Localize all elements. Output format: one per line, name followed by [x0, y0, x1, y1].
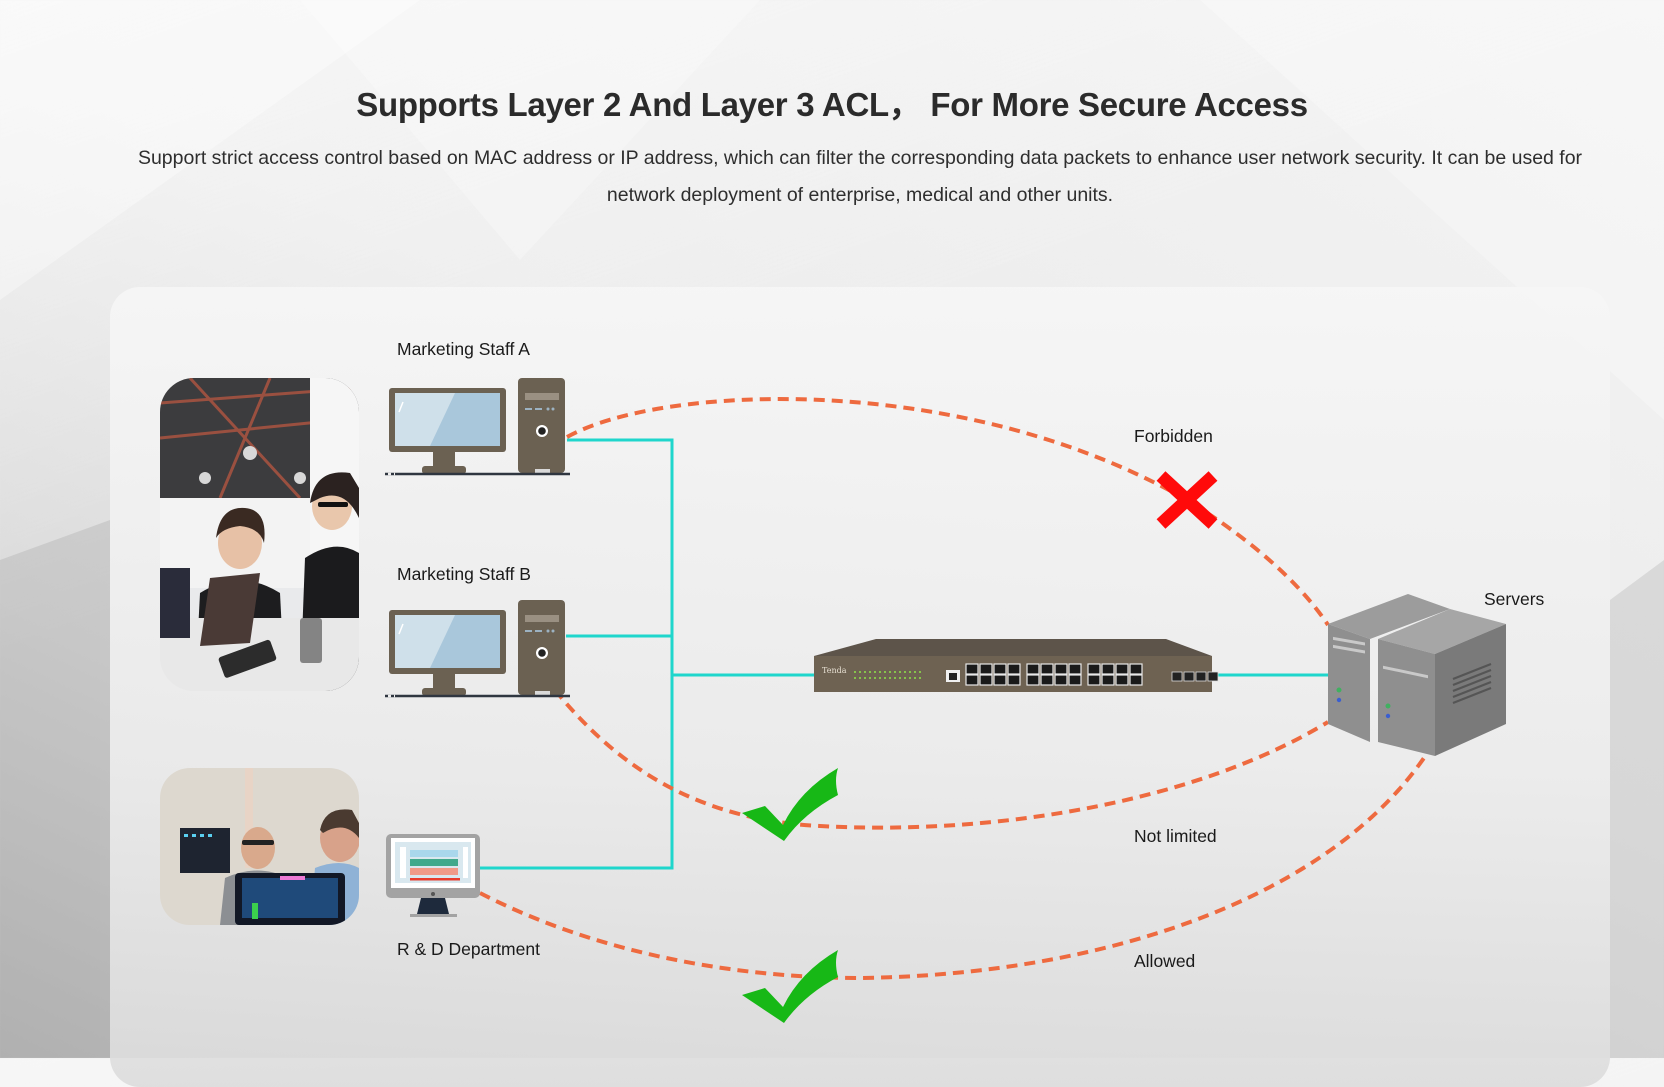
check-icon — [742, 768, 838, 841]
switch-sfp-port — [1171, 671, 1183, 682]
switch-port — [993, 663, 1007, 675]
server-icon — [1328, 594, 1506, 756]
switch-port — [965, 663, 979, 675]
network-diagram: Tenda — [382, 378, 1506, 1023]
switch-led — [884, 671, 886, 673]
switch-led — [919, 671, 921, 673]
cross-icon — [1156, 471, 1218, 529]
switch-led — [864, 677, 866, 679]
switch-port — [1101, 674, 1115, 686]
switch-led — [879, 671, 881, 673]
allowed-label: Allowed — [1134, 951, 1196, 971]
switch-brand: Tenda — [822, 666, 847, 675]
acl-path-allowed — [479, 750, 1430, 981]
switch-led — [854, 677, 856, 679]
switch-led — [919, 677, 921, 679]
switch-sfp-port — [1195, 671, 1207, 682]
switch-port — [965, 674, 979, 686]
switch-led — [874, 677, 876, 679]
network-switch-icon: Tenda — [814, 639, 1219, 692]
switch-port — [1115, 663, 1129, 675]
switch-led — [859, 671, 861, 673]
switch-led — [899, 671, 901, 673]
switch-port — [1007, 663, 1021, 675]
switch-port — [1026, 663, 1040, 675]
switch-led — [894, 677, 896, 679]
switch-port — [1007, 674, 1021, 686]
switch-port — [1026, 674, 1040, 686]
switch-port — [1129, 674, 1143, 686]
switch-led — [889, 671, 891, 673]
office-staff-photo — [160, 378, 359, 691]
switch-led — [884, 677, 886, 679]
switch-led — [889, 677, 891, 679]
switch-sfp-port — [1207, 671, 1219, 682]
rnd-monitor-icon — [386, 834, 480, 917]
switch-port — [993, 674, 1007, 686]
acl-path-forbidden — [566, 397, 1330, 627]
switch-led — [864, 671, 866, 673]
switch-led — [894, 671, 896, 673]
switch-port — [979, 674, 993, 686]
switch-port — [1115, 674, 1129, 686]
page-title: Supports Layer 2 And Layer 3 ACL， For Mo… — [356, 86, 1308, 123]
switch-led — [914, 677, 916, 679]
switch-sfp-port — [1183, 671, 1195, 682]
switch-port — [1087, 663, 1101, 675]
switch-led — [869, 671, 871, 673]
check-icon — [742, 950, 838, 1023]
page-description: Support strict access control based on M… — [137, 147, 1583, 206]
staff-b-label: Marketing Staff B — [397, 564, 531, 584]
switch-led — [854, 671, 856, 673]
switch-led — [909, 671, 911, 673]
switch-port — [1087, 674, 1101, 686]
staff-b-computer-icon — [382, 600, 570, 698]
switch-port — [1040, 674, 1054, 686]
switch-port — [979, 663, 993, 675]
switch-led — [914, 671, 916, 673]
switch-port — [1054, 674, 1068, 686]
switch-led — [909, 677, 911, 679]
switch-led — [859, 677, 861, 679]
switch-led — [874, 671, 876, 673]
staff-a-computer-icon — [382, 378, 570, 476]
acl-path-not-limited — [553, 688, 1330, 830]
servers-label: Servers — [1484, 589, 1545, 609]
rnd-label: R & D Department — [397, 939, 540, 959]
switch-led — [869, 677, 871, 679]
switch-led — [904, 677, 906, 679]
switch-port — [1068, 674, 1082, 686]
switch-led — [879, 677, 881, 679]
switch-led — [899, 677, 901, 679]
switch-port — [1129, 663, 1143, 675]
forbidden-label: Forbidden — [1134, 426, 1213, 446]
switch-port — [1101, 663, 1115, 675]
rnd-engineers-photo — [160, 768, 359, 925]
switch-port — [1054, 663, 1068, 675]
staff-a-label: Marketing Staff A — [397, 339, 530, 359]
switch-port — [1040, 663, 1054, 675]
not-limited-label: Not limited — [1134, 826, 1217, 846]
switch-port — [1068, 663, 1082, 675]
switch-led — [904, 671, 906, 673]
wire-staff-a — [480, 438, 674, 870]
